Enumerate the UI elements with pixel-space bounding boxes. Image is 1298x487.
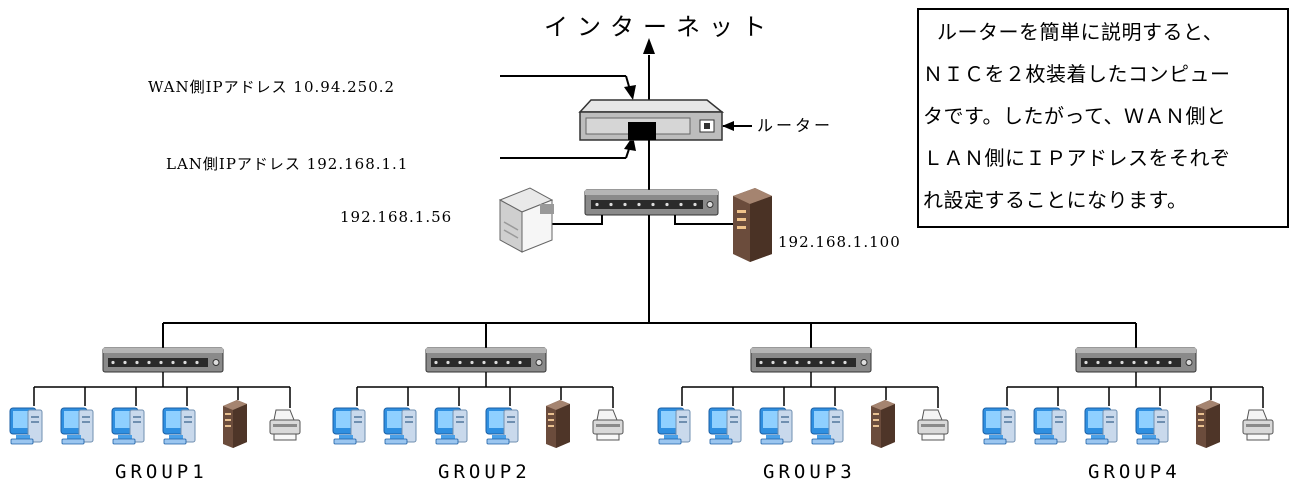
- desktop-pc-icon: [1033, 407, 1067, 445]
- core-switch-icon: [584, 189, 719, 216]
- desktop-pc-icon: [332, 407, 366, 445]
- desktop-pc-icon: [60, 407, 94, 445]
- inkjet-printer-icon: [269, 409, 301, 441]
- desktop-pc-icon: [162, 407, 196, 445]
- desktop-pc-icon: [810, 407, 844, 445]
- note-line-3: タです。したがって、ＷＡＮ側と: [923, 104, 1227, 128]
- inkjet-printer-icon: [592, 409, 624, 441]
- desktop-pc-icon: [708, 407, 742, 445]
- desktop-pc-icon: [759, 407, 793, 445]
- desktop-pc-icon: [111, 407, 145, 445]
- group-1-label: GROUP1: [115, 461, 208, 483]
- router-icon: [578, 99, 725, 141]
- switch-icon: [750, 347, 872, 373]
- tower-server-icon: [223, 400, 247, 448]
- group-3-label: GROUP3: [763, 461, 856, 483]
- tower-server-icon: [733, 188, 772, 262]
- desktop-pc-icon: [982, 407, 1016, 445]
- desktop-pc-icon: [9, 407, 43, 445]
- group-1: [9, 347, 301, 448]
- router-label: ルーター: [757, 116, 833, 135]
- note-line-2: ＮＩＣを２枚装着したコンピュー: [923, 62, 1231, 86]
- note-line-4: ＬＡＮ側にＩＰアドレスをそれぞ: [923, 146, 1231, 170]
- inkjet-printer-icon: [1242, 409, 1274, 441]
- desktop-pc-icon: [383, 407, 417, 445]
- tower-server-icon: [1196, 400, 1220, 448]
- desktop-pc-icon: [1135, 407, 1169, 445]
- inkjet-printer-icon: [917, 409, 949, 441]
- note-line-1: ルーターを簡単に説明すると、: [937, 20, 1224, 44]
- tower-server-icon: [871, 400, 895, 448]
- router-explanation-box: ルーターを簡単に説明すると、 ＮＩＣを２枚装着したコンピュー タです。したがって…: [917, 8, 1289, 228]
- group-2-label: GROUP2: [438, 461, 531, 483]
- group-4: [982, 347, 1274, 448]
- laser-printer-icon: [498, 187, 554, 253]
- internet-label: インターネット: [544, 13, 775, 41]
- desktop-pc-icon: [657, 407, 691, 445]
- server-ip-label: 192.168.1.100: [778, 233, 901, 251]
- switch-icon: [1075, 347, 1197, 373]
- note-line-5: れ設定することになります。: [923, 188, 1188, 212]
- desktop-pc-icon: [485, 407, 519, 445]
- switch-icon: [425, 347, 547, 373]
- desktop-pc-icon: [1084, 407, 1118, 445]
- group-4-label: GROUP4: [1088, 461, 1181, 483]
- printer-ip-label: 192.168.1.56: [340, 208, 452, 226]
- desktop-pc-icon: [434, 407, 468, 445]
- group-2: [332, 347, 624, 448]
- tower-server-icon: [546, 400, 570, 448]
- group-3: [657, 347, 949, 448]
- switch-icon: [102, 347, 224, 373]
- lan-ip-label: LAN側IPアドレス 192.168.1.1: [166, 155, 408, 173]
- wan-ip-label: WAN側IPアドレス 10.94.250.2: [148, 78, 395, 96]
